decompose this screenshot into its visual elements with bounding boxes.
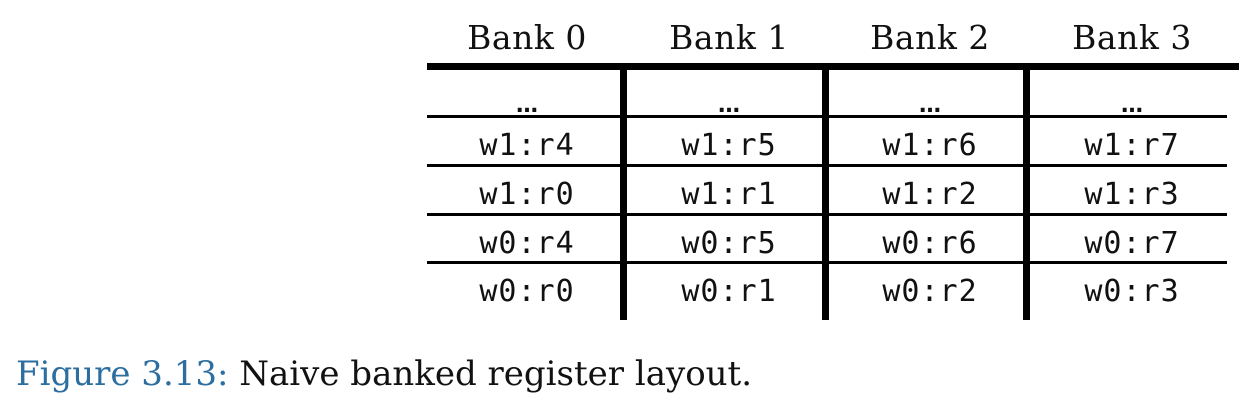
register-cell: w1:r7 bbox=[1084, 127, 1180, 163]
register-cell: w0:r0 bbox=[479, 273, 575, 309]
ellipsis-cell: … bbox=[718, 93, 740, 118]
register-cell: w1:r6 bbox=[882, 127, 978, 163]
register-cell: w1:r4 bbox=[479, 127, 575, 163]
bank-header-3: Bank 3 bbox=[1072, 18, 1192, 57]
register-cell: w1:r0 bbox=[479, 176, 575, 212]
register-cell: w0:r2 bbox=[882, 273, 978, 309]
register-cell: w0:r6 bbox=[882, 225, 978, 261]
register-cell: w0:r5 bbox=[681, 225, 777, 261]
register-cell: w1:r3 bbox=[1084, 176, 1180, 212]
bank-header-1: Bank 1 bbox=[669, 18, 789, 57]
figure-caption: Figure 3.13: Naive banked register layou… bbox=[16, 354, 752, 394]
bank-divider-1 bbox=[822, 63, 829, 320]
banked-register-diagram: … … … … w1:r4 w1:r5 w1:r6 w1:r7 w1:r0 w1:r1 w1:r2 w… bbox=[427, 18, 1239, 320]
register-cell: w0:r3 bbox=[1084, 273, 1180, 309]
bank-header-2: Bank 2 bbox=[870, 18, 990, 57]
register-cell: w1:r5 bbox=[681, 127, 777, 163]
caption-label: Figure 3.13: bbox=[16, 354, 229, 394]
ellipsis-cell: … bbox=[919, 93, 941, 118]
bank-divider-2 bbox=[1023, 63, 1030, 320]
header-rule bbox=[427, 63, 1239, 70]
bank-header-0: Bank 0 bbox=[467, 18, 587, 57]
register-cell: w0:r1 bbox=[681, 273, 777, 309]
ellipsis-cell: … bbox=[516, 93, 538, 118]
ellipsis-cell: … bbox=[1121, 93, 1143, 118]
bank-divider-0 bbox=[620, 63, 627, 320]
register-cell: w1:r1 bbox=[681, 176, 777, 212]
register-cell: w0:r7 bbox=[1084, 225, 1180, 261]
caption-text: Naive banked register layout. bbox=[228, 354, 753, 394]
register-cell: w0:r4 bbox=[479, 225, 575, 261]
register-cell: w1:r2 bbox=[882, 176, 978, 212]
